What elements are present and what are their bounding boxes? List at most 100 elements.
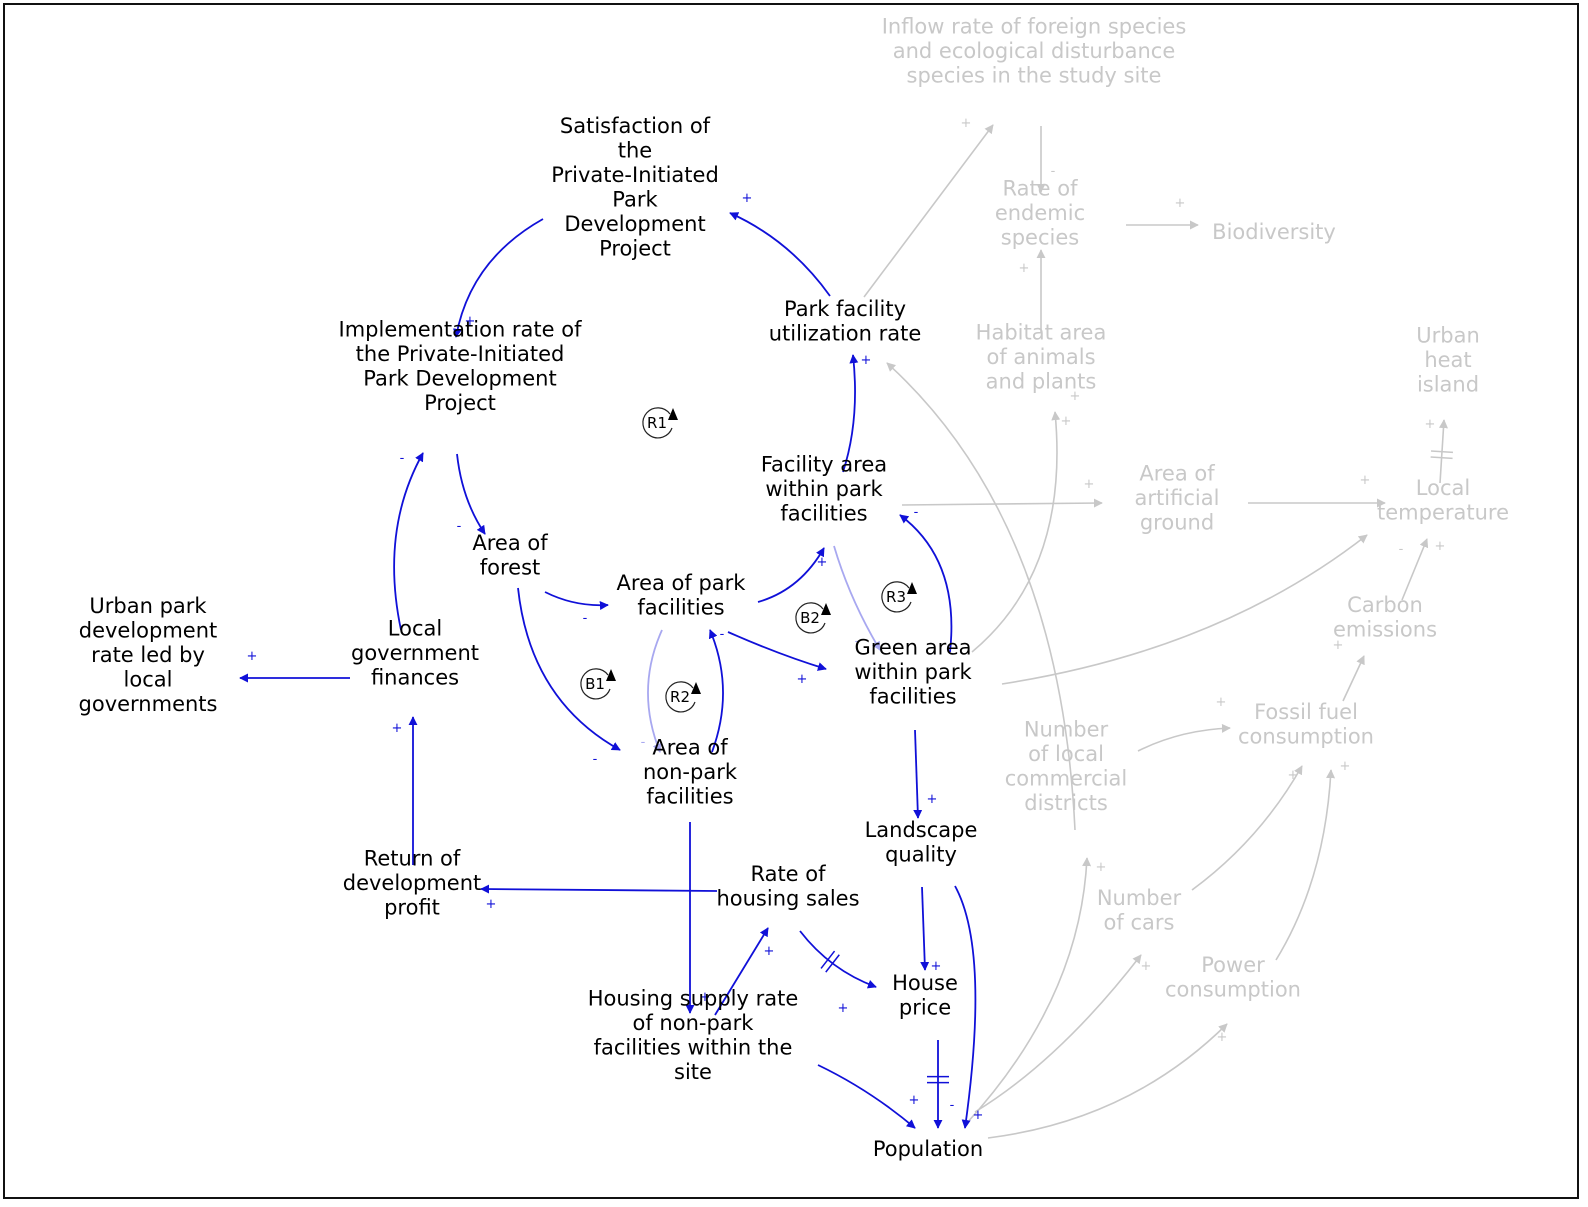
link-arrow — [714, 927, 769, 1016]
link-power-to-fossil: + — [1275, 759, 1350, 961]
polarity-label: + — [1019, 261, 1030, 276]
link-arrow — [647, 629, 663, 753]
variable-label-line: of non-park — [633, 1011, 755, 1035]
link-arrow — [517, 587, 621, 751]
polarity-label: + — [1435, 539, 1446, 554]
polarity-label: + — [1333, 638, 1344, 653]
variable-label-line: Green area — [854, 636, 971, 660]
variable-label-line: of animals — [986, 345, 1095, 369]
loop-arrow-icon — [691, 682, 701, 694]
variable-label-line: housing sales — [716, 886, 859, 910]
polarity-label: + — [1360, 473, 1371, 488]
variable-label-line: the Private-Initiated — [356, 342, 565, 366]
variable-label-line: endemic — [995, 201, 1085, 225]
variable-label-line: Park — [612, 187, 658, 211]
polarity-label: - — [457, 519, 462, 534]
link-arrow — [757, 547, 825, 603]
polarity-label: - — [855, 634, 860, 649]
variable-label-line: Park Development — [363, 366, 556, 390]
link-housing_supply-to-population: + — [817, 1064, 919, 1129]
variable-label-line: Number — [1097, 886, 1182, 910]
variable-label-line: development — [79, 619, 218, 643]
link-arrow — [1275, 769, 1336, 961]
variable-label-line: finances — [371, 666, 459, 690]
loop-marker-r2: R2 — [665, 681, 701, 713]
loop-circle-icon — [881, 581, 912, 613]
variable-label-line: Area of — [652, 736, 728, 760]
link-facility_area-to-artificial: + — [901, 477, 1103, 508]
variable-label-line: non-park — [643, 760, 738, 784]
link-facility_area-to-park_util: + — [842, 353, 872, 473]
polarity-label: + — [961, 116, 972, 131]
variable-label-line: species — [1001, 226, 1079, 250]
polarity-label: - — [1399, 542, 1404, 557]
variable-label-line: development — [343, 871, 482, 895]
delay-mark — [1430, 456, 1453, 460]
variable-label-line: facilities — [780, 502, 867, 526]
variable-label-line: species in the study site — [907, 64, 1162, 88]
loop-label: R3 — [886, 588, 906, 606]
link-arrow — [965, 857, 1092, 1125]
link-forest-to-nonpark: - — [517, 587, 621, 767]
link-arrow — [901, 498, 1103, 508]
variable-label-line: Project — [599, 236, 671, 260]
variable-label-line: commercial — [1005, 766, 1127, 790]
variable-label-line: Inflow rate of foreign species — [882, 15, 1187, 39]
variable-label-line: temperature — [1377, 500, 1509, 524]
polarity-label: + — [1217, 1030, 1228, 1045]
link-endemic-to-biodiversity: + — [1126, 196, 1199, 230]
polarity-label: - — [950, 1098, 955, 1113]
link-forest-to-park_area: - — [544, 591, 609, 626]
polarity-label: - — [583, 611, 588, 626]
link-landscape-to-house_price: + — [920, 886, 941, 974]
polarity-label: + — [973, 1108, 984, 1123]
variable-label-line: rate led by — [91, 643, 205, 667]
variable-label-line: Urban — [1416, 324, 1480, 348]
link-arrow — [899, 514, 953, 653]
loop-marker-r3: R3 — [881, 581, 917, 613]
variable-label-line: Housing supply rate — [588, 986, 799, 1010]
variable-label-line: site — [674, 1060, 712, 1084]
variable-label-line: ground — [1140, 511, 1214, 535]
link-arrow — [799, 930, 877, 989]
variable-label-line: heat — [1424, 348, 1471, 372]
polarity-label: + — [861, 353, 872, 368]
link-green_area-to-facility_area: - — [899, 505, 953, 653]
link-return_profit-to-local_fin: + — [392, 716, 418, 865]
link-green_area-to-park_util: + — [886, 362, 1080, 831]
link-housing_supply-to-housing_sales: + — [714, 927, 774, 1016]
loop-arrow-icon — [668, 408, 678, 420]
variable-label-line: local — [124, 668, 173, 692]
variable-label-line: within park — [765, 477, 883, 501]
polarity-label: + — [486, 897, 497, 912]
link-local_temp-to-heat_island: + — [1425, 417, 1454, 484]
link-facility_area-to-green_area: - — [833, 545, 881, 651]
variable-label-line: Biodiversity — [1212, 220, 1336, 244]
link-park_util-to-inflow: + — [863, 116, 994, 298]
variable-label-line: facilities — [869, 685, 956, 709]
polarity-label: - — [1051, 164, 1056, 179]
loop-label: B1 — [585, 675, 605, 693]
variable-label-line: facilities — [637, 595, 724, 619]
link-housing_sales-to-return_profit: + — [480, 884, 718, 912]
polarity-label: + — [927, 792, 938, 807]
link-park_util-to-satisfaction: + — [729, 191, 831, 297]
variable-label-line: government — [351, 641, 479, 665]
variable-label-line: Local — [388, 617, 442, 641]
variable-biodiversity: Biodiversity — [1212, 220, 1336, 244]
variable-label-line: Power — [1201, 953, 1265, 977]
polarity-label: + — [1175, 196, 1186, 211]
variable-label-line: Area of — [472, 531, 548, 555]
